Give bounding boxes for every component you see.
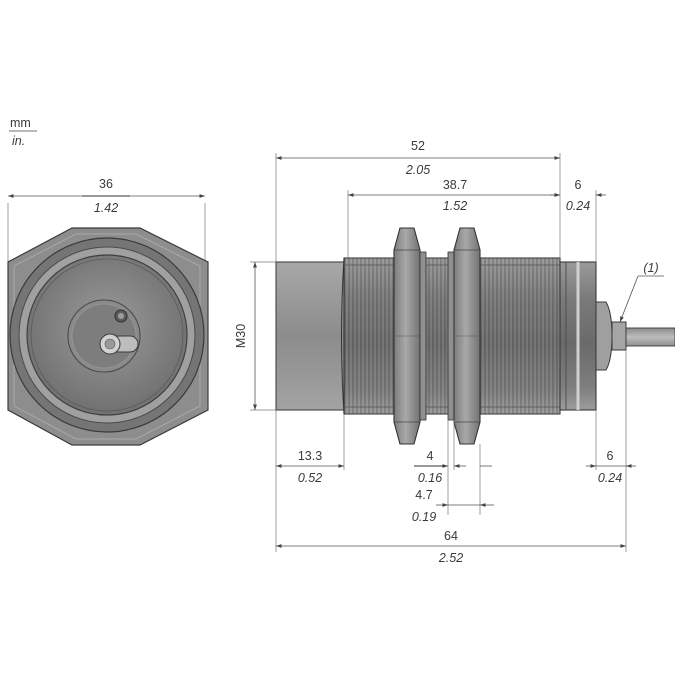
- units-legend: mm in.: [9, 116, 37, 148]
- thread-length-mm: 38.7: [443, 178, 467, 192]
- cable-bushing: [611, 321, 627, 351]
- rear-nut: [447, 227, 481, 445]
- unit-primary: mm: [10, 116, 31, 130]
- thread-label: M30: [234, 324, 248, 348]
- thread-length-in: 1.52: [443, 199, 467, 213]
- side-view: M30 52 2.05 38.7 1.52 6 0.24 (1) 13.: [234, 139, 675, 565]
- rear-cap-in: 0.24: [566, 199, 590, 213]
- overall-body-mm: 52: [411, 139, 425, 153]
- nut-spacing-in: 0.19: [412, 510, 436, 524]
- nut-thickness-mm: 4: [427, 449, 434, 463]
- overall-body-in: 2.05: [405, 163, 430, 177]
- cable-gland: [595, 301, 613, 371]
- cable-exit-in: 0.24: [598, 471, 622, 485]
- sensing-face-in: 0.52: [298, 471, 322, 485]
- total-length-mm: 64: [444, 529, 458, 543]
- front-width-mm: 36: [99, 177, 113, 191]
- sensing-face-mm: 13.3: [298, 449, 322, 463]
- front-nut: [393, 227, 427, 445]
- rear-cap-mm: 6: [575, 178, 582, 192]
- front-width-in: 1.42: [94, 201, 118, 215]
- cable: [625, 327, 675, 347]
- cable-exit-mm: 6: [607, 449, 614, 463]
- unit-secondary: in.: [12, 134, 25, 148]
- callout-label: (1): [643, 261, 658, 275]
- nut-spacing-mm: 4.7: [415, 488, 432, 502]
- sensing-face-cap: [275, 261, 345, 411]
- callout-leader: [619, 275, 639, 323]
- total-length-in: 2.52: [438, 551, 463, 565]
- nut-thickness-in: 0.16: [418, 471, 442, 485]
- front-view: 36 1.42: [7, 177, 209, 446]
